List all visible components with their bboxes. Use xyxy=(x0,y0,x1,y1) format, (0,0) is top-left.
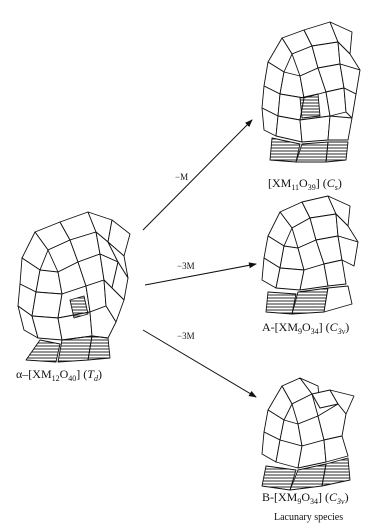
arrow-2-label: −3M xyxy=(177,261,195,271)
product-3-label: B-[XM9O34] (C3v) xyxy=(262,490,349,505)
product-3-structure xyxy=(262,378,354,490)
product-1-structure xyxy=(262,22,360,162)
product-2-label: A-[XM9O34] (C3v) xyxy=(262,320,349,335)
parent-label: α–[XM12O40] (Td) xyxy=(16,367,102,382)
parent-keggin-structure xyxy=(18,212,130,362)
arrow-to-product-3 xyxy=(143,330,256,397)
arrow-3-label: −3M xyxy=(177,331,195,341)
product-2-structure xyxy=(262,196,358,314)
footer-caption: Lacunary species xyxy=(274,512,343,523)
arrow-1-label: −M xyxy=(175,172,188,182)
arrow-to-product-1 xyxy=(143,120,252,230)
product-1-label: [XM11O39] (Cs) xyxy=(268,176,342,191)
arrow-to-product-2 xyxy=(145,264,256,285)
